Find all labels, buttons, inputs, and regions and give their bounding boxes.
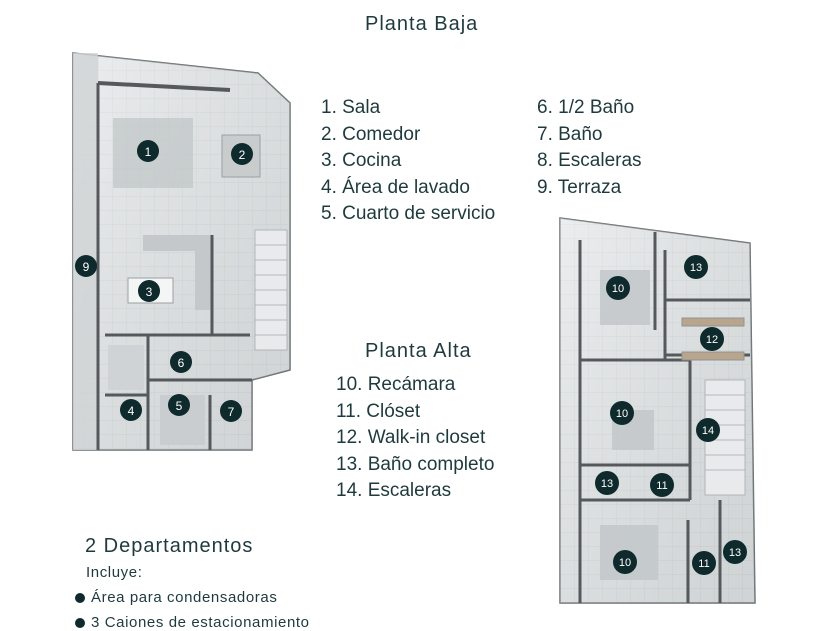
svg-text:7: 7 bbox=[228, 405, 235, 419]
room-marker: 7 bbox=[220, 400, 242, 422]
room-marker: 11 bbox=[650, 473, 674, 497]
legend-item: 10. Recámara bbox=[336, 374, 456, 395]
room-marker: 1 bbox=[137, 140, 159, 162]
room-marker: 10 bbox=[613, 550, 637, 574]
room-marker: 4 bbox=[120, 399, 142, 421]
legend-item: 4. Área de lavado bbox=[321, 176, 470, 198]
include-item: Área para condensadoras bbox=[75, 589, 277, 606]
room-marker: 13 bbox=[684, 255, 708, 279]
svg-text:13: 13 bbox=[601, 478, 613, 490]
room-marker: 5 bbox=[168, 394, 190, 416]
svg-text:10: 10 bbox=[616, 408, 628, 420]
legend-item: 2. Comedor bbox=[321, 123, 421, 145]
room-marker: 13 bbox=[595, 471, 619, 495]
room-marker: 10 bbox=[606, 276, 630, 300]
planta-baja-legend-col2: 6. 1/2 Baño 7. Baño 8. Escaleras 9. Terr… bbox=[537, 95, 642, 201]
legend-item: 7. Baño bbox=[537, 123, 603, 145]
room-marker: 12 bbox=[700, 327, 724, 351]
bullet-icon bbox=[75, 592, 85, 603]
bullet-icon bbox=[75, 617, 85, 628]
svg-text:5: 5 bbox=[176, 399, 183, 413]
legend-item: 3. Cocina bbox=[321, 150, 402, 171]
planta-alta-legend: 10. Recámara 11. Clóset 12. Walk-in clos… bbox=[336, 372, 494, 505]
room-marker: 2 bbox=[231, 143, 253, 165]
legend-item: 6. 1/2 Baño bbox=[537, 97, 635, 118]
legend-item: 8. Escaleras bbox=[537, 150, 642, 171]
room-marker: 6 bbox=[170, 351, 192, 373]
legend-item: 1. Sala bbox=[321, 97, 381, 118]
svg-text:14: 14 bbox=[702, 425, 714, 437]
svg-text:9: 9 bbox=[83, 260, 90, 274]
legend-item: 14. Escaleras bbox=[336, 480, 452, 501]
svg-text:10: 10 bbox=[612, 283, 624, 295]
room-marker: 11 bbox=[692, 551, 716, 575]
planta-alta-markers: 10 13 12 10 14 13 11 10 bbox=[595, 255, 747, 575]
svg-text:13: 13 bbox=[729, 547, 741, 559]
svg-text:1: 1 bbox=[145, 145, 152, 159]
svg-text:3: 3 bbox=[146, 285, 153, 299]
room-marker: 14 bbox=[696, 418, 720, 442]
room-marker: 9 bbox=[75, 255, 97, 277]
planta-baja-legend-col1: 1. Sala 2. Comedor 3. Cocina 4. Área de … bbox=[321, 95, 495, 228]
svg-text:13: 13 bbox=[690, 262, 702, 274]
svg-text:11: 11 bbox=[656, 480, 667, 492]
departamentos-title: 2 Departamentos bbox=[85, 535, 254, 557]
svg-text:6: 6 bbox=[178, 356, 185, 370]
room-marker: 13 bbox=[723, 540, 747, 564]
room-marker: 3 bbox=[138, 280, 160, 302]
planta-alta-plan bbox=[559, 217, 756, 604]
svg-text:4: 4 bbox=[128, 404, 135, 418]
svg-text:12: 12 bbox=[706, 334, 718, 346]
legend-item: 9. Terraza bbox=[537, 176, 622, 198]
planta-baja-plan bbox=[72, 52, 291, 451]
legend-item: 12. Walk-in closet bbox=[336, 427, 486, 448]
planta-baja-title: Planta Baja bbox=[365, 13, 479, 35]
legend-item: 13. Baño completo bbox=[336, 453, 495, 475]
svg-text:11: 11 bbox=[698, 558, 709, 570]
svg-text:2: 2 bbox=[239, 148, 246, 162]
legend-item: 5. Cuarto de servicio bbox=[321, 203, 496, 224]
planta-baja-markers: 1 2 3 4 5 6 7 9 bbox=[75, 140, 253, 422]
includes-label: Incluye: bbox=[86, 564, 143, 581]
include-item: 3 Caiones de estacionamiento bbox=[75, 614, 310, 631]
room-marker: 10 bbox=[610, 401, 634, 425]
legend-item: 11. Clóset bbox=[336, 400, 421, 422]
svg-text:10: 10 bbox=[619, 557, 631, 569]
planta-alta-title: Planta Alta bbox=[365, 340, 472, 362]
